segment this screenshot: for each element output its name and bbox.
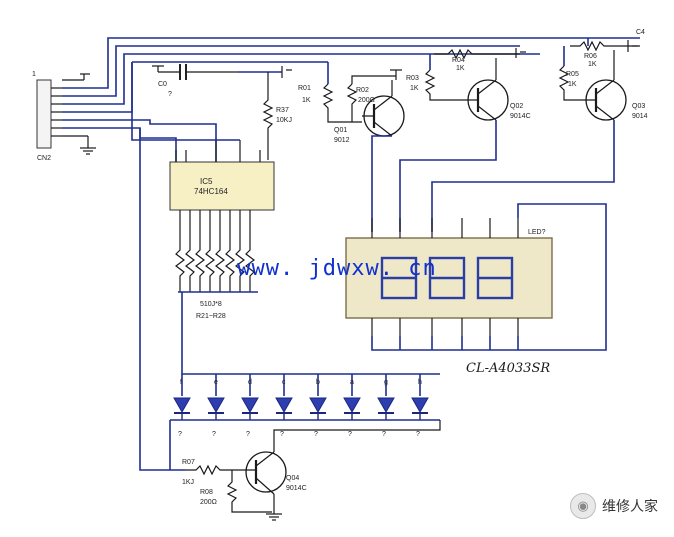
resistor-r08: R08 200Ω [200, 470, 272, 513]
led-letter: d [248, 379, 252, 386]
ground-icon [62, 135, 96, 155]
led-row: f?e?d?c?b?a?g?h? [170, 374, 440, 438]
resistor-r03: R03 1K [406, 69, 466, 101]
digit-1 [380, 256, 418, 300]
transistor-q04: Q04 9014C [245, 451, 307, 495]
r07-ref: R07 [182, 459, 195, 466]
resistor-r01: R01 1K [298, 83, 334, 116]
r02-value: 200Ω [358, 97, 375, 104]
array-value: 510J*8 [200, 301, 222, 308]
cn2-label: CN2 [37, 155, 51, 162]
led-3: d? [241, 379, 259, 438]
q04-ref: Q04 [286, 475, 299, 482]
led-label: ? [178, 431, 182, 438]
q01-ref: Q01 [334, 127, 347, 134]
led-8: h? [411, 379, 429, 438]
led-label: ? [382, 431, 386, 438]
r01-value: 1K [302, 97, 311, 104]
digit-2 [428, 256, 466, 300]
led-2: e? [207, 379, 225, 438]
capacitor-c0: C0 ? [158, 64, 238, 98]
led-letter: h [418, 379, 422, 386]
ground-icon [152, 65, 164, 72]
r08-ref: R08 [200, 489, 213, 496]
resistor-r04: R04 1K [434, 48, 520, 72]
r07-value: 1KJ [182, 479, 194, 486]
resistor-r07: R07 1KJ [182, 459, 246, 486]
r06-value: 1K [588, 61, 597, 68]
transistor-q01: Q01 9012 [334, 95, 405, 144]
r37-ref: R37 [276, 107, 289, 114]
c0-note: ? [168, 91, 172, 98]
resistor-r06: R06 1K [570, 40, 640, 68]
led-6: a? [343, 379, 361, 438]
connector-cn2: CN2 1 [32, 71, 62, 162]
led-label: ? [280, 431, 284, 438]
led-letter: a [350, 379, 354, 386]
q03-ref: Q03 [632, 103, 645, 110]
r06-ref: R06 [584, 53, 597, 60]
c0-ref: C0 [158, 81, 167, 88]
r03-ref: R03 [406, 75, 419, 82]
resistor-array-r21-r28 [175, 232, 255, 292]
brand-name: 维修人家 [602, 499, 658, 515]
wechat-icon: ◉ [570, 493, 596, 519]
ic5-74hc164: IC5 74HC164 [169, 140, 275, 232]
r04-value: 1K [456, 65, 465, 72]
vcc-icon [281, 66, 292, 78]
led-label: ? [314, 431, 318, 438]
resistor-r37: R37 10KJ [262, 72, 292, 160]
ground-icon [266, 513, 282, 521]
led-label: ? [348, 431, 352, 438]
led-7: g? [377, 379, 395, 438]
display-tag: LED? [528, 229, 546, 236]
led-letter: c [282, 379, 286, 386]
r01-ref: R01 [298, 85, 311, 92]
vcc-icon [62, 73, 90, 81]
led-letter: b [316, 379, 320, 386]
q02-part: 9014C [510, 113, 531, 120]
seven-segment-display: LED? [345, 218, 553, 336]
q01-part: 9012 [334, 137, 350, 144]
q04-part: 9014C [286, 485, 307, 492]
r03-value: 1K [410, 85, 419, 92]
watermark-url: www. jdwxw. cn [237, 256, 437, 281]
transistor-q02: Q02 9014C [466, 79, 531, 121]
led-letter: e [214, 379, 218, 386]
q02-ref: Q02 [510, 103, 523, 110]
q03-part: 9014 [632, 113, 648, 120]
r04-ref: R04 [452, 57, 465, 64]
led-1: f? [173, 379, 191, 438]
transistor-q03: Q03 9014 [584, 79, 648, 121]
r05-ref: R05 [566, 71, 579, 78]
led-label: ? [416, 431, 420, 438]
r08-value: 200Ω [200, 499, 217, 506]
vcc-icon [515, 48, 526, 58]
r37-value: 10KJ [276, 117, 292, 124]
array-range: R21~R28 [196, 313, 226, 320]
bus-wires [62, 37, 640, 471]
led-letter: g [384, 379, 388, 386]
r05-value: 1K [568, 81, 577, 88]
ic5-ref: IC5 [200, 177, 213, 186]
resistor-r02: R02 200Ω [346, 83, 375, 122]
svg-text:1: 1 [32, 71, 36, 78]
led-5: b? [309, 379, 327, 438]
led-label: ? [246, 431, 250, 438]
led-label: ? [212, 431, 216, 438]
led-4: c? [275, 379, 293, 438]
display-model: CL-A4033SR [466, 361, 550, 376]
r02-ref: R02 [356, 87, 369, 94]
digit-3 [476, 256, 514, 300]
c4-label: C4 [636, 29, 645, 36]
led-letter: f [180, 379, 182, 386]
brand-badge: ◉ 维修人家 [570, 493, 658, 519]
vcc-icon [390, 69, 402, 80]
resistor-r05: R05 1K [558, 65, 584, 101]
ic5-part: 74HC164 [194, 187, 228, 196]
vcc-icon [627, 40, 638, 52]
